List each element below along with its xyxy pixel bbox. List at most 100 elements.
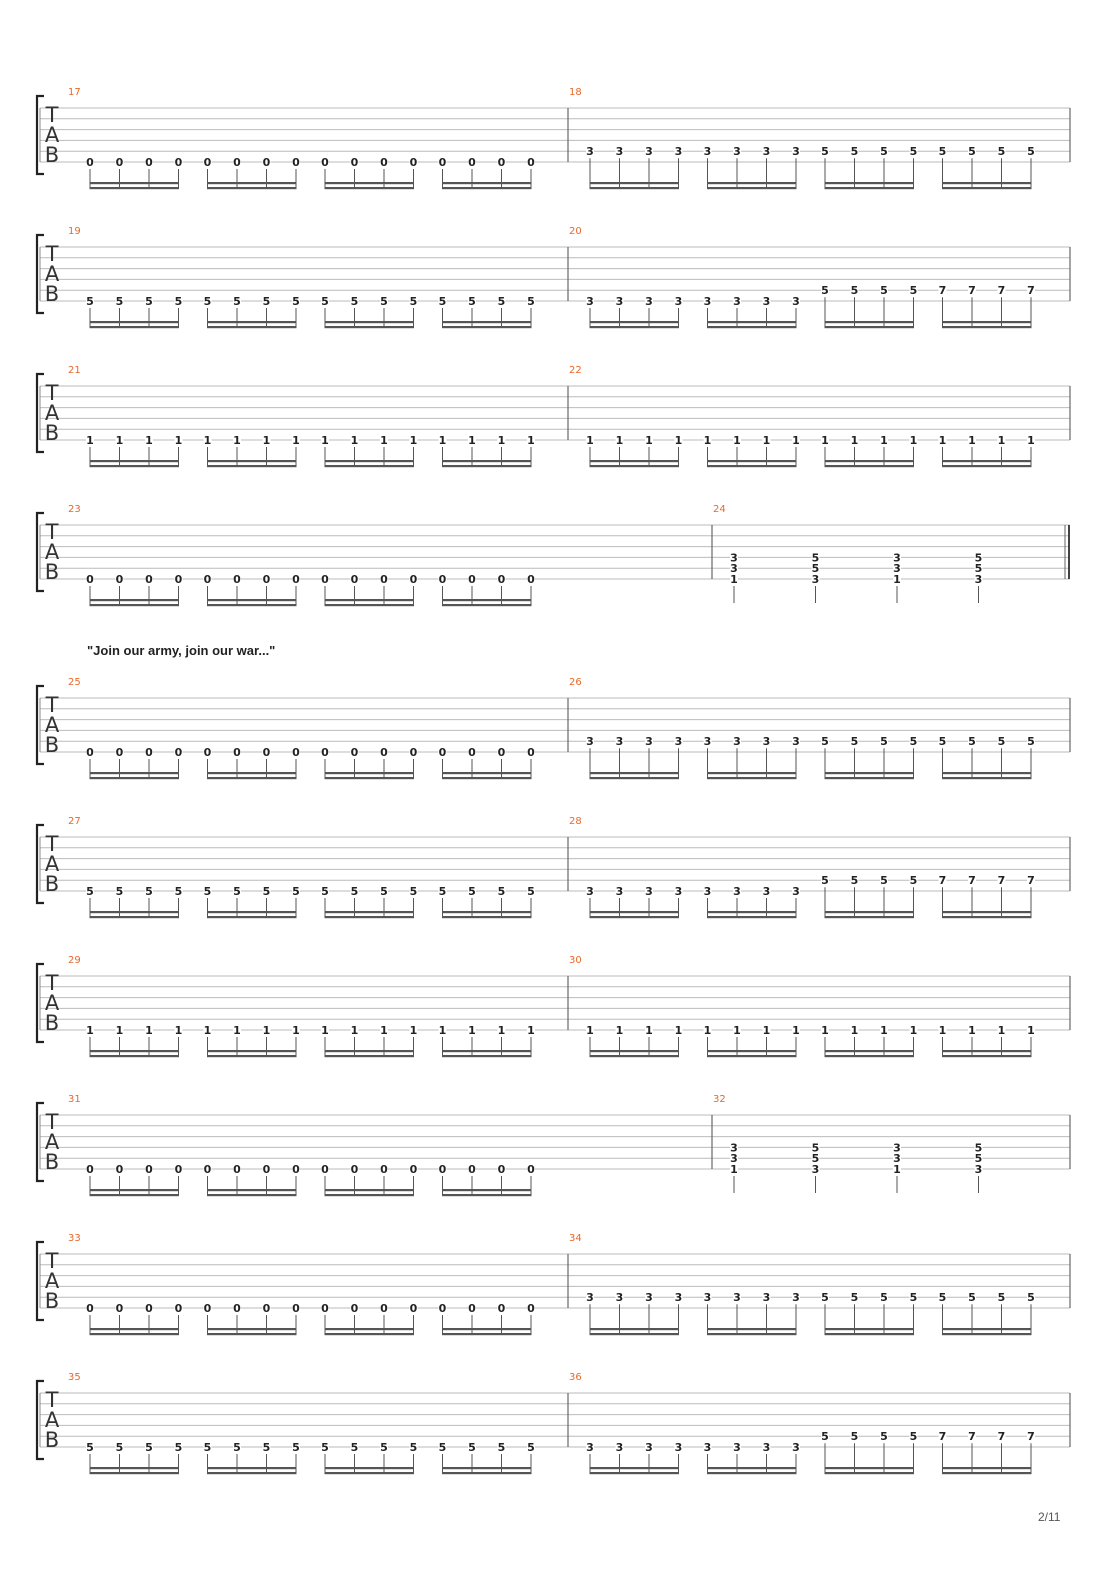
fret-mask	[527, 574, 535, 584]
fret-number: 0	[380, 1163, 388, 1176]
fret-mask	[497, 1164, 506, 1174]
fret-number: 5	[821, 874, 829, 887]
fret-mask	[527, 1442, 535, 1452]
fret-mask	[115, 1025, 124, 1035]
beam-secondary	[89, 1472, 179, 1475]
fret-mask	[115, 1164, 124, 1174]
measure-number: 35	[68, 1372, 81, 1383]
fret-mask	[380, 1025, 388, 1035]
fret-mask	[733, 146, 741, 157]
fret-number: 3	[792, 295, 800, 308]
fret-number: 3	[645, 1291, 653, 1304]
fret-mask	[438, 435, 447, 445]
fret-number: 5	[204, 295, 212, 308]
fret-number: 3	[792, 735, 800, 748]
fret-number: 5	[351, 1441, 359, 1454]
beam-secondary	[207, 916, 297, 919]
beam-primary	[89, 1050, 179, 1053]
fret-mask	[938, 285, 947, 296]
fret-number: 1	[968, 434, 976, 447]
beam-primary	[942, 911, 1032, 914]
fret-mask	[850, 285, 859, 296]
fret-mask	[938, 1025, 947, 1035]
fret-number: 0	[292, 573, 300, 586]
fret-mask	[262, 296, 271, 306]
fret-mask	[262, 435, 271, 445]
fret-number: 0	[498, 1163, 506, 1176]
beam-primary	[824, 1328, 914, 1331]
fret-mask	[792, 1442, 800, 1452]
fret-mask	[497, 1025, 506, 1035]
fret-mask	[615, 296, 624, 306]
fret-mask	[321, 886, 329, 896]
beam-primary	[207, 321, 297, 324]
beam-secondary	[824, 1055, 914, 1058]
fret-number: 0	[204, 156, 212, 169]
beam-primary	[589, 772, 679, 775]
fret-number: 0	[410, 156, 418, 169]
fret-mask	[997, 1431, 1006, 1442]
fret-mask	[850, 1025, 859, 1035]
fret-mask	[380, 435, 388, 445]
system-bracket	[35, 372, 44, 454]
beam-primary	[324, 321, 414, 324]
fret-mask	[974, 574, 983, 584]
beam-primary	[207, 599, 297, 602]
fret-number: 3	[733, 145, 741, 158]
fret-mask	[703, 1025, 712, 1035]
fret-number: 1	[439, 1024, 447, 1037]
fret-mask	[321, 747, 329, 757]
fret-number: 1	[263, 1024, 271, 1037]
tab-clef-letter: B	[45, 1011, 59, 1035]
fret-mask	[262, 574, 271, 584]
tab-clef-letter: A	[45, 991, 60, 1015]
fret-mask	[233, 886, 241, 896]
fret-number: 5	[204, 1441, 212, 1454]
fret-number: 3	[675, 735, 683, 748]
fret-mask	[703, 146, 712, 157]
fret-mask	[997, 736, 1006, 747]
fret-number: 5	[175, 885, 183, 898]
fret-mask	[586, 1292, 594, 1303]
fret-mask	[233, 747, 241, 757]
fret-mask	[438, 886, 447, 896]
fret-mask	[733, 886, 741, 896]
fret-mask	[380, 1164, 388, 1174]
fret-mask	[233, 1025, 241, 1035]
fret-mask	[811, 1142, 820, 1153]
fret-number: 1	[380, 434, 388, 447]
fret-number: 1	[998, 434, 1006, 447]
fret-mask	[321, 435, 329, 445]
beam-secondary	[89, 187, 179, 190]
fret-number: 3	[704, 295, 712, 308]
fret-mask	[527, 1303, 535, 1313]
fret-mask	[880, 1431, 888, 1442]
fret-mask	[938, 146, 947, 157]
beam-secondary	[442, 187, 532, 190]
fret-number: 7	[1027, 284, 1035, 297]
fret-number: 1	[616, 1024, 624, 1037]
fret-mask	[292, 1164, 300, 1174]
fret-number: 5	[821, 145, 829, 158]
fret-mask	[811, 574, 820, 584]
chord-fret-number: 3	[975, 573, 983, 586]
measure-number: 23	[68, 504, 81, 515]
fret-mask	[321, 1164, 329, 1174]
fret-mask	[880, 146, 888, 157]
fret-number: 1	[468, 1024, 476, 1037]
tab-clef-letter: A	[45, 123, 60, 147]
beam-primary	[89, 772, 179, 775]
fret-number: 0	[439, 1302, 447, 1315]
fret-mask	[938, 1292, 947, 1303]
beam-primary	[324, 182, 414, 185]
fret-mask	[674, 146, 683, 157]
fret-number: 7	[998, 874, 1006, 887]
fret-mask	[380, 296, 388, 306]
fret-number: 3	[704, 1441, 712, 1454]
fret-number: 0	[86, 1163, 94, 1176]
chord-fret-number: 3	[812, 573, 820, 586]
fret-mask	[792, 296, 800, 306]
fret-mask	[86, 1442, 94, 1452]
